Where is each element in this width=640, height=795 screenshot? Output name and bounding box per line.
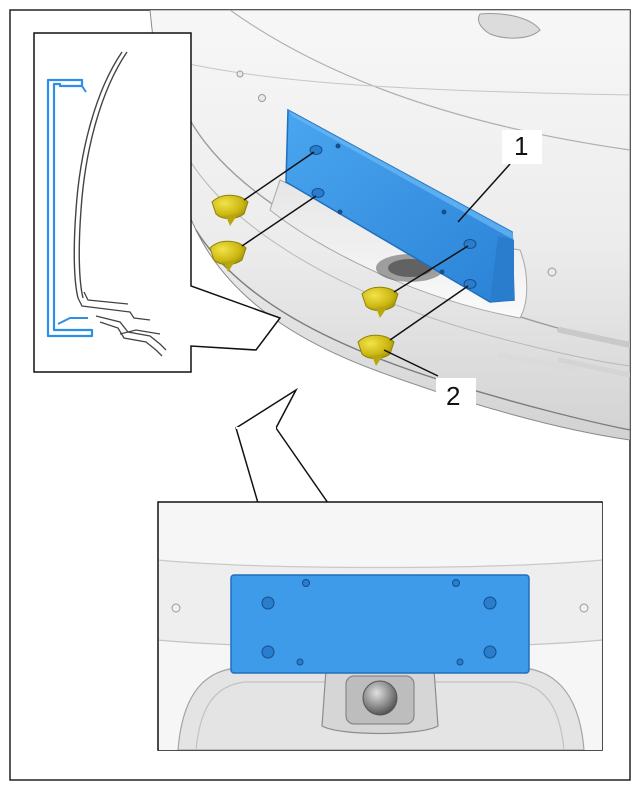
callout-label-1: 1: [514, 131, 528, 161]
license-plate-bracket: [285, 108, 515, 303]
installation-lines: [241, 151, 469, 341]
section-detail-inset: [33, 32, 282, 373]
push-pin-fastener: [209, 240, 247, 272]
bumper-illustration: [149, 10, 630, 441]
callout-leader-2: [383, 349, 439, 377]
callout-label-2: 2: [446, 381, 460, 411]
front-detail-inset: [157, 501, 603, 751]
push-pin-fastener: [361, 286, 399, 318]
detail-pointer: [235, 387, 330, 504]
license-plate-bracket-front: [230, 574, 530, 674]
emblem-icon: [477, 13, 541, 39]
push-pin-fastener: [211, 194, 249, 226]
push-pin-fastener: [357, 334, 395, 366]
camera-icon: [362, 680, 398, 716]
callout-leader-1: [457, 163, 511, 223]
